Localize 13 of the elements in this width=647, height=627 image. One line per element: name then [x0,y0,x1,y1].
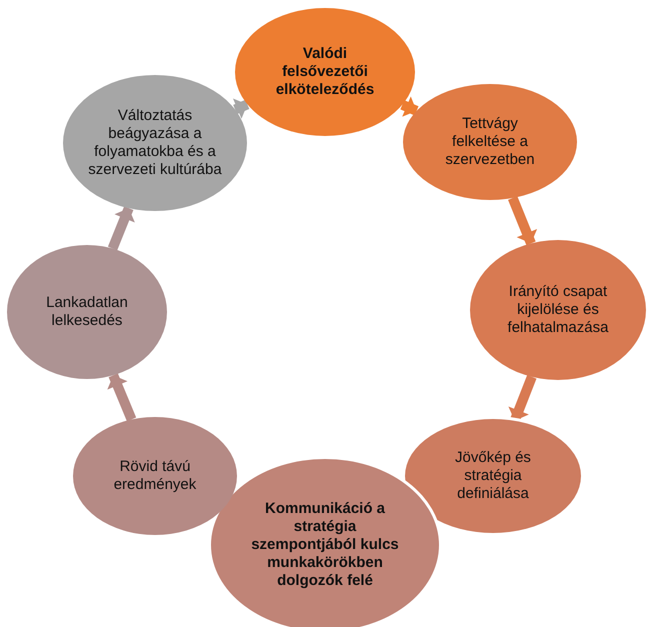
node-label: Irányító csapat kijelölése és felhatalmazása [506,283,610,337]
node-label: Lankadatlan lelkesedés [45,294,129,330]
block-arrow [108,206,135,250]
block-arrow [508,196,538,246]
block-arrow [233,98,250,119]
node-label: Rövid távú eredmények [112,458,198,494]
node-label: Változtatás beágyazása a folyamatokba és a szervezeti kultúrába [87,107,223,179]
node-label: Kommunikáció a stratégia szempontjából kulcs munkakörökben dolgozók felé [250,500,400,590]
block-arrow [107,373,136,422]
node-label: Tettvágy felkeltése a szervezetben [444,115,536,169]
node-label: Jövőkép és stratégia definiálása [454,449,532,503]
block-arrow [400,96,419,117]
node-label: Valódi felsővezetői elköteleződés [274,45,376,99]
